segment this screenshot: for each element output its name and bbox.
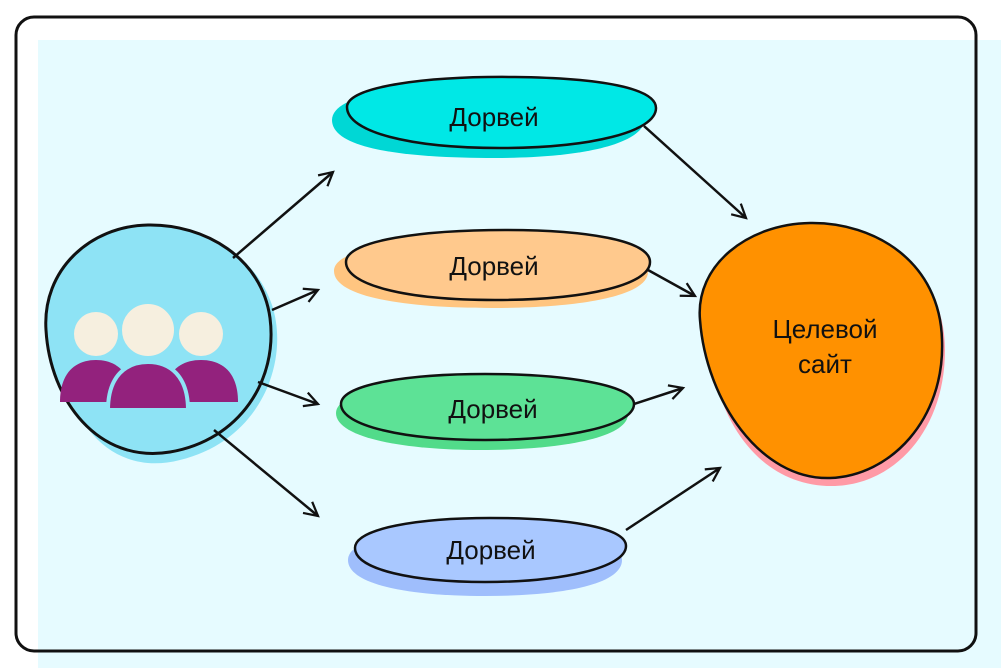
arrow-doorway-3-to-target — [633, 384, 686, 406]
target-site-label-line1: Целевой — [773, 314, 878, 344]
doorway-1-label: Дорвей — [449, 102, 538, 132]
doorway-1-shape — [345, 75, 658, 150]
arrow-doorway-2-to-target — [647, 268, 698, 298]
doorway-node-4: Дорвей — [348, 516, 628, 596]
doorway-4-shape — [353, 516, 628, 584]
users-group-node — [44, 223, 278, 464]
arrow-users-to-doorway-2 — [271, 287, 321, 312]
doorway-2-shape — [344, 228, 652, 302]
arrow-users-to-doorway-4 — [213, 429, 320, 518]
doorway-node-3: Дорвей — [336, 372, 636, 450]
target-site-node: Целевой сайт — [698, 221, 945, 487]
arrow-users-to-doorway-1 — [232, 170, 335, 259]
arrow-doorway-1-to-target — [643, 125, 748, 220]
doorway-4-label: Дорвей — [446, 535, 535, 565]
person-head-left — [74, 312, 118, 356]
arrow-doorway-4-to-target — [625, 466, 722, 532]
doorway-node-2: Дорвей — [334, 228, 652, 308]
doorway-2-label: Дорвей — [449, 251, 538, 281]
frame-border — [14, 15, 978, 653]
target-site-label-line2: сайт — [798, 349, 852, 379]
person-head-center — [118, 300, 178, 360]
doorway-3-label: Дорвей — [448, 394, 537, 424]
users-group-icon — [60, 300, 238, 412]
person-body-center — [105, 359, 191, 412]
doorway-node-1: Дорвей — [332, 75, 658, 158]
arrow-users-to-doorway-3 — [257, 380, 321, 408]
target-site-shape — [698, 221, 944, 480]
person-head-right — [179, 312, 223, 356]
